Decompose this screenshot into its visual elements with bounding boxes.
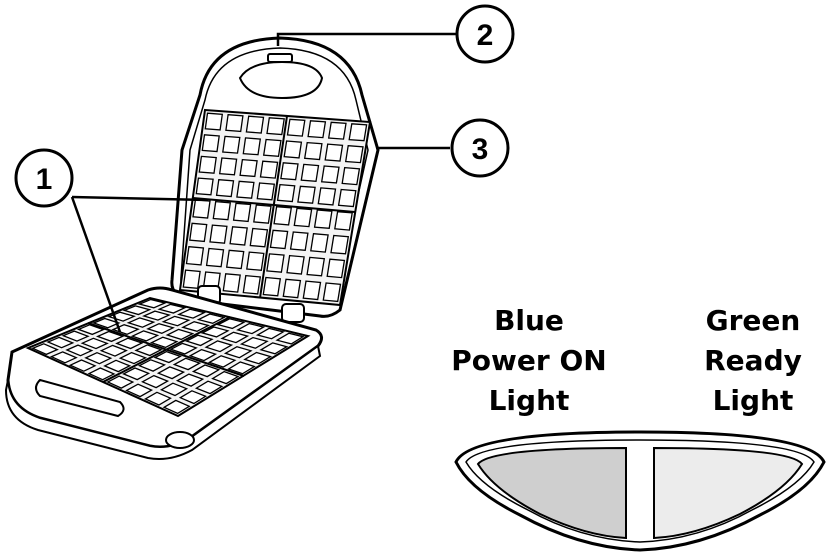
lid-waffle-square — [240, 160, 257, 177]
lid-waffle-square — [291, 232, 308, 250]
lid-waffle-square — [217, 180, 234, 197]
callout-3: 3 — [452, 120, 508, 176]
lid-waffle-square — [237, 181, 254, 198]
green-label-line1: Green — [706, 304, 801, 337]
lid-waffle-square — [196, 178, 213, 195]
lid-waffle-square — [284, 141, 301, 158]
lid-waffle-square — [267, 118, 284, 135]
lid-waffle-square — [301, 164, 318, 181]
lid-waffle-square — [327, 259, 344, 277]
lid-waffle-square — [243, 276, 260, 294]
lid-waffle-square — [287, 256, 304, 274]
blue-light-label: Blue Power ON Light — [451, 304, 606, 417]
lid-waffle-square — [202, 135, 219, 152]
callout-2: 2 — [457, 6, 513, 62]
lid-waffle-square — [254, 205, 271, 223]
lid-waffle-square — [210, 225, 227, 243]
blue-label-line2: Power ON — [451, 344, 606, 377]
indicator-light-panel — [456, 432, 824, 550]
lid-waffle-square — [223, 274, 240, 292]
lid-waffle-square — [325, 144, 342, 161]
lid-waffle-square — [183, 270, 200, 288]
leader-1-lower — [72, 197, 120, 332]
lid-waffle-square — [349, 124, 366, 141]
lid-waffle-square — [329, 122, 346, 139]
lid-waffle-square — [246, 116, 263, 133]
lid-waffle-square — [263, 278, 280, 296]
lid-waffle-square — [230, 227, 247, 245]
lid-waffle-square — [335, 212, 352, 230]
green-label-line3: Light — [713, 384, 794, 417]
lid-waffle-square — [294, 208, 311, 226]
lid-waffle-square — [346, 146, 363, 163]
lid-waffle-square — [264, 140, 281, 157]
lid-waffle-square — [205, 113, 222, 130]
lid-waffle-square — [331, 236, 348, 254]
lid-waffle-square — [223, 136, 240, 153]
lid-waffle-square — [227, 250, 244, 268]
lid-waffle-square — [257, 183, 274, 200]
lid-waffle-square — [187, 247, 204, 265]
lid-waffle-square — [307, 257, 324, 275]
lid-waffle-square — [190, 223, 207, 241]
hinge-right — [282, 304, 304, 322]
lid-waffle-square — [199, 156, 216, 173]
lid-waffle-square — [281, 163, 298, 180]
lid-waffle-square — [226, 115, 243, 132]
lid-waffle-square — [303, 281, 320, 299]
lid-waffle-square — [305, 143, 322, 160]
lid-waffle-square — [274, 207, 291, 225]
lid-waffle-square — [247, 252, 264, 270]
lid-waffle-square — [213, 202, 230, 220]
lid-waffle-square — [339, 190, 356, 207]
lid-waffle-square — [278, 185, 295, 202]
callout-1: 1 — [16, 150, 72, 206]
lid-waffle-square — [283, 279, 300, 297]
lid-handle-tab — [268, 54, 292, 62]
base-foot — [166, 432, 194, 448]
blue-label-line3: Light — [489, 384, 570, 417]
lid-waffle-square — [311, 234, 328, 252]
callout-1-number: 1 — [36, 163, 53, 196]
lid-waffle-square — [271, 230, 288, 248]
blue-label-line1: Blue — [494, 304, 564, 337]
lid-waffle-square — [322, 166, 339, 183]
lid-waffle-square — [308, 121, 325, 138]
lid-waffle-square — [261, 161, 278, 178]
lid-waffle-square — [342, 168, 359, 185]
lid-waffle-square — [220, 158, 237, 175]
green-light-label: Green Ready Light — [704, 304, 802, 417]
callout-3-number: 3 — [472, 133, 489, 166]
lid-waffle-square — [207, 249, 224, 267]
lid-waffle-square — [298, 186, 315, 203]
lid-waffle-square — [234, 203, 251, 221]
lid-waffle-square — [318, 188, 335, 205]
lid-waffle-square — [323, 283, 340, 301]
green-label-line2: Ready — [704, 344, 802, 377]
lid-waffle-square — [243, 138, 260, 155]
callout-2-number: 2 — [477, 19, 494, 52]
lid-waffle-square — [250, 229, 267, 247]
lid-top-handle — [240, 62, 322, 98]
lid-waffle-square — [315, 210, 332, 228]
lid-waffle-square — [267, 254, 284, 272]
lid-waffle-square — [288, 119, 305, 136]
lid-waffle-square — [193, 200, 210, 218]
